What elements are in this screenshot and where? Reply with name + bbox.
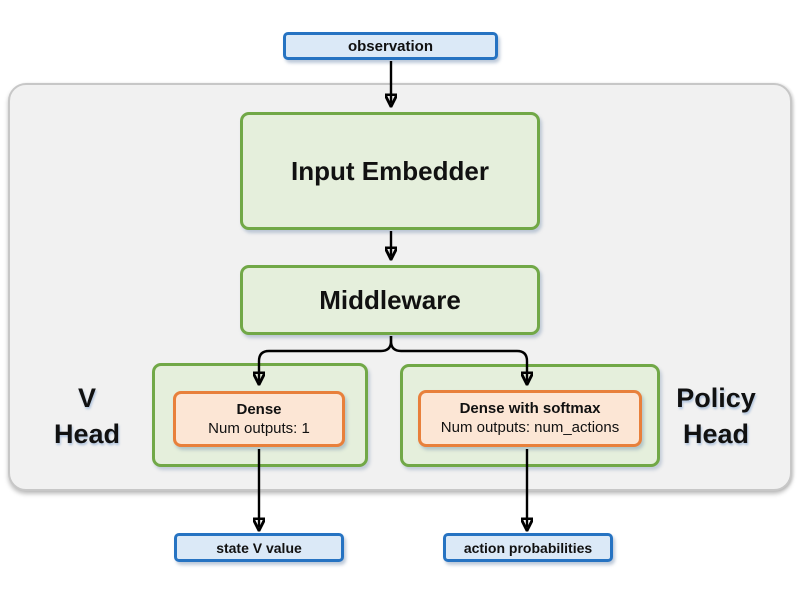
v-head-label-line1: V <box>77 383 96 413</box>
observation-node: observation <box>283 32 498 60</box>
state-v-value-node: state V value <box>174 533 344 562</box>
policy-head-label-line1: Policy <box>676 383 756 413</box>
policy-head-label: Policy Head <box>646 380 786 452</box>
policy-head-label-line2: Head <box>682 419 750 449</box>
middleware-node: Middleware <box>240 265 540 335</box>
action-probabilities-node: action probabilities <box>443 533 613 562</box>
v-head-label: V Head <box>17 380 157 452</box>
v-head-label-line2: Head <box>53 419 121 449</box>
dense-node-title: Dense <box>236 400 282 418</box>
dense-node: Dense Num outputs: 1 <box>173 391 345 447</box>
dense-softmax-node: Dense with softmax Num outputs: num_acti… <box>418 390 642 447</box>
dense-softmax-node-title: Dense with softmax <box>459 400 601 417</box>
dense-softmax-node-subtitle: Num outputs: num_actions <box>440 419 620 436</box>
dense-node-subtitle: Num outputs: 1 <box>208 419 310 437</box>
input-embedder-node: Input Embedder <box>240 112 540 230</box>
